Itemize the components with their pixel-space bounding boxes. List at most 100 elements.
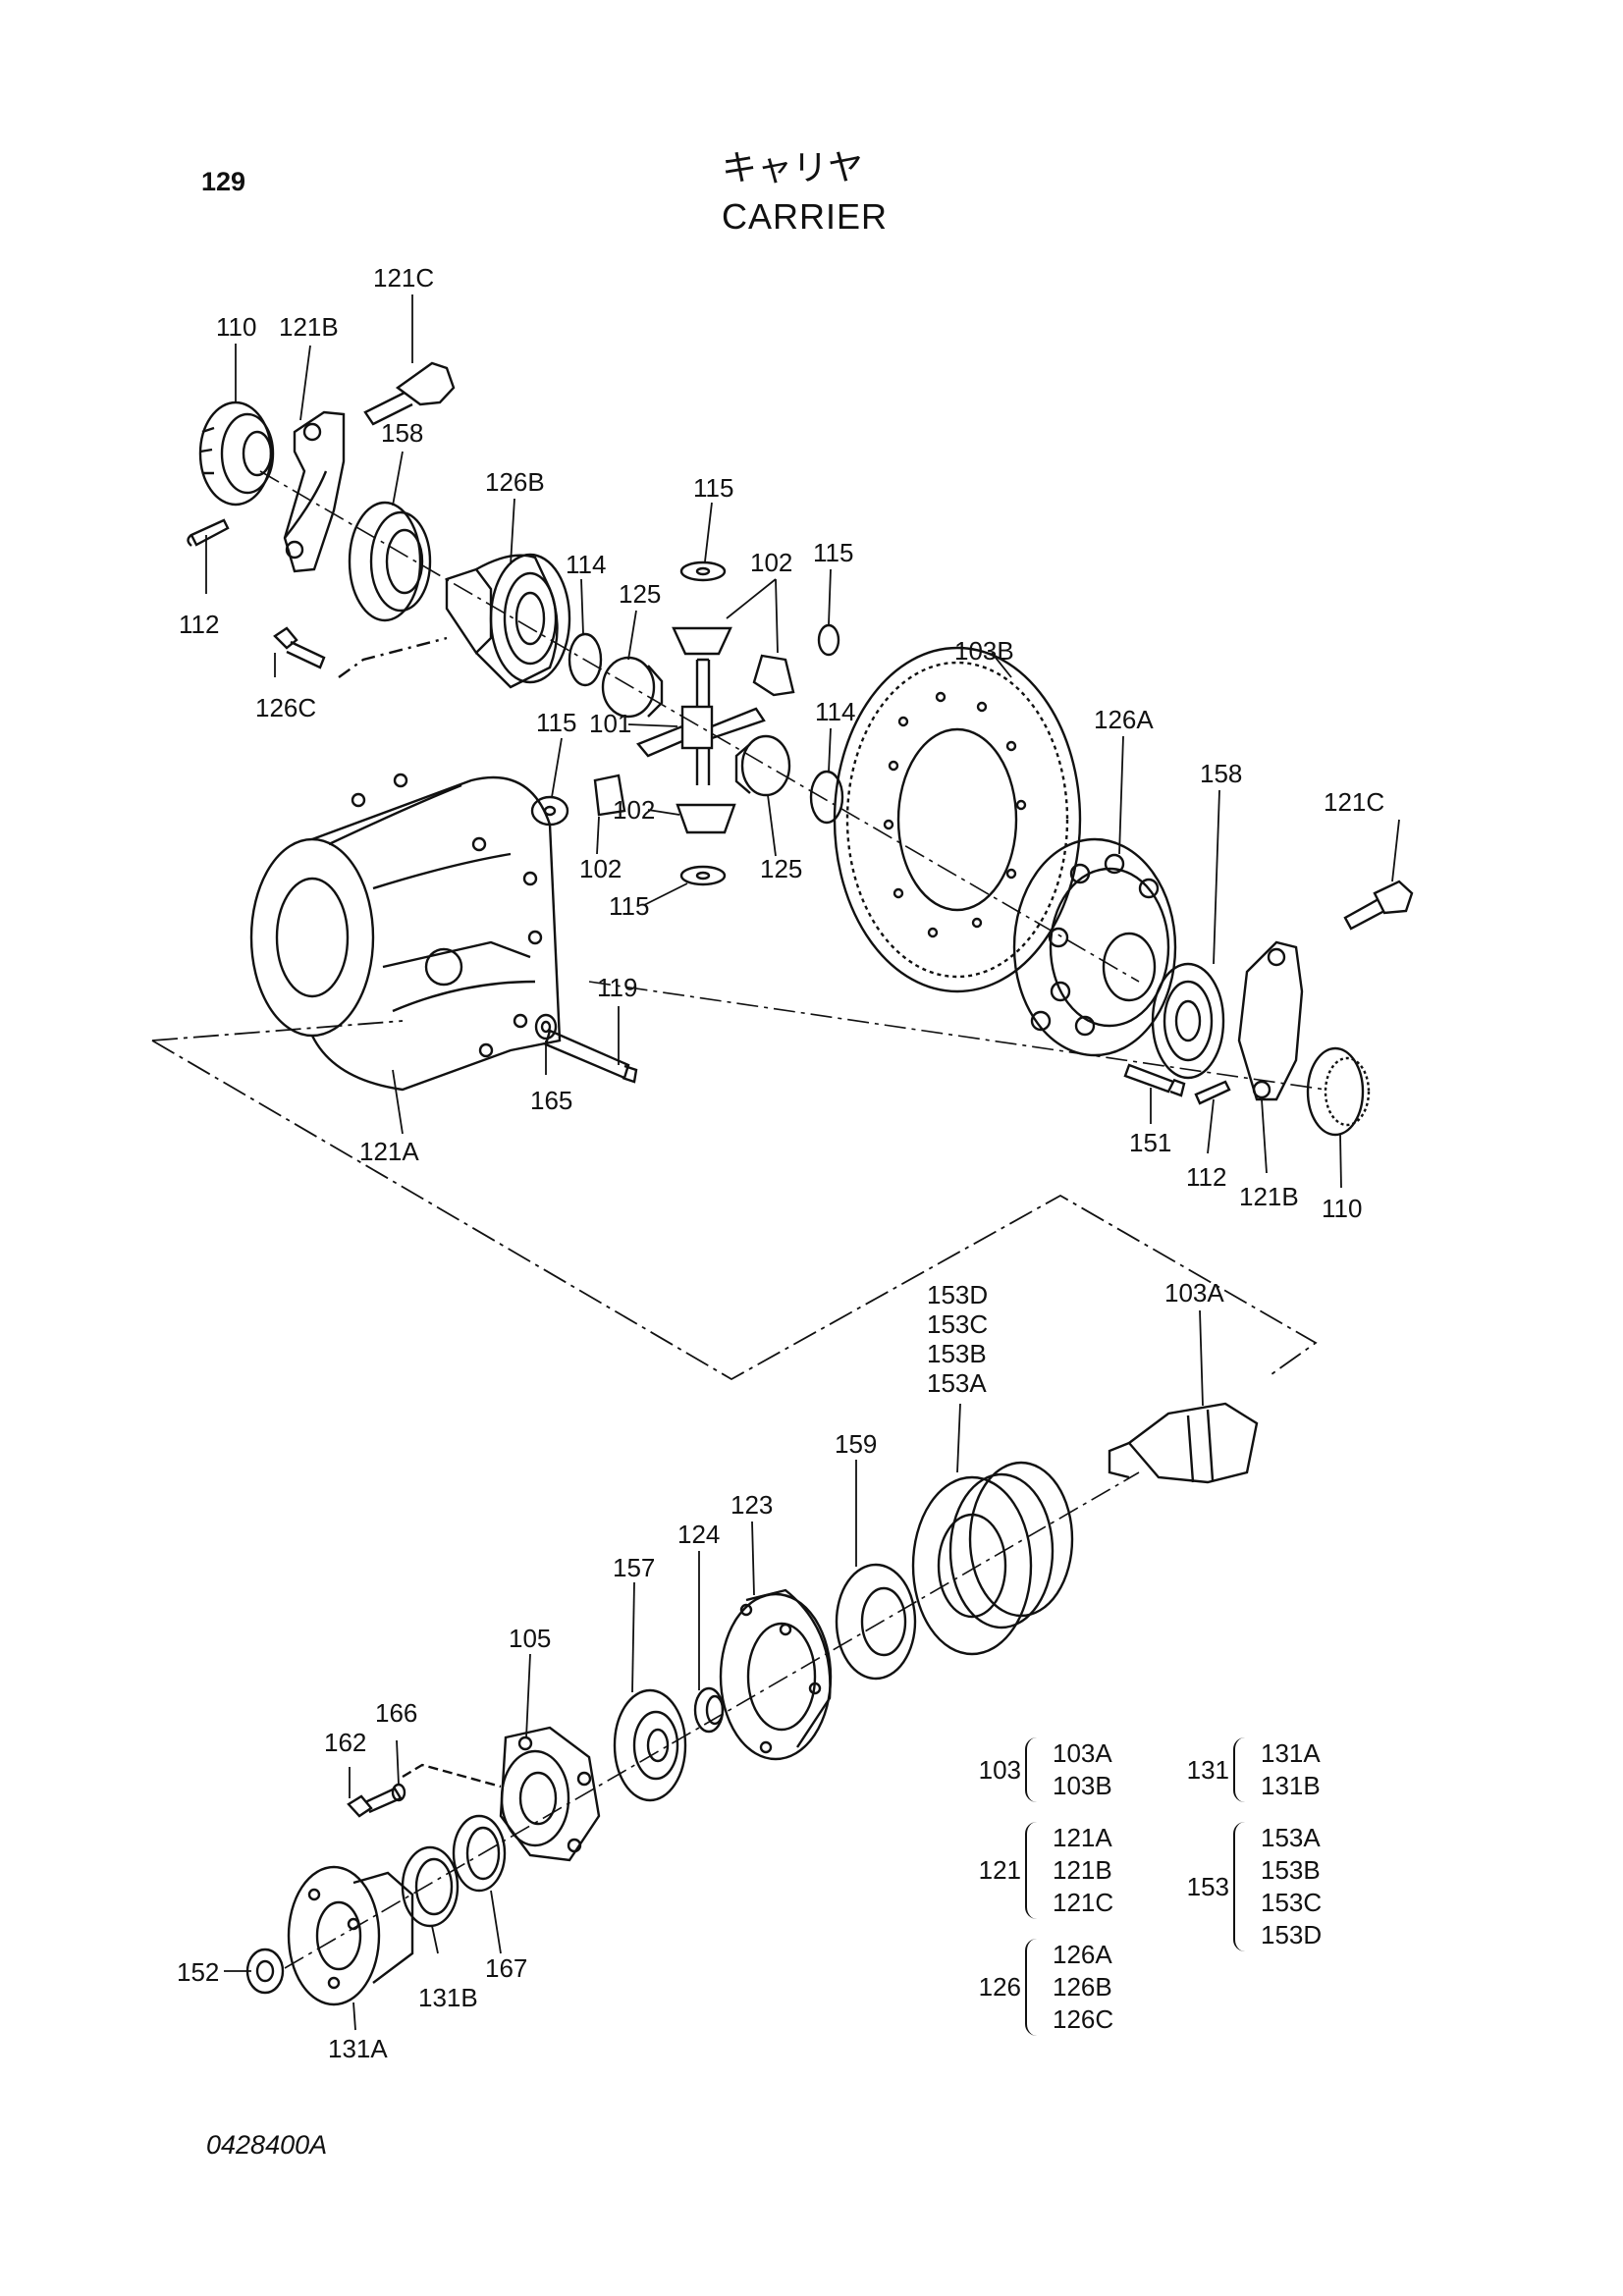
label-110: 110 (1322, 1194, 1362, 1223)
part-121A-carrier-housing (249, 773, 562, 1092)
label-110: 110 (216, 312, 256, 342)
legend-group-131: 131 131A 131B (1170, 1737, 1321, 1802)
part-131A-companion-flange (287, 1865, 414, 2006)
part-119-stud-bolt (544, 1029, 638, 1084)
part-103A-drive-pinion (1108, 1402, 1259, 1484)
label-158: 158 (381, 418, 423, 448)
label-126C: 126C (255, 693, 316, 722)
label-162: 162 (324, 1728, 366, 1757)
label-157: 157 (613, 1553, 655, 1582)
leader-lines (205, 294, 1400, 2031)
label-105: 105 (509, 1624, 551, 1653)
part-153-shim-set (911, 1461, 1074, 1656)
label-114: 114 (566, 550, 606, 579)
part-126A-diff-case-flange (1012, 837, 1177, 1057)
part-158-right-taper-bearing (1151, 962, 1225, 1080)
label-126A: 126A (1094, 705, 1154, 734)
label-151: 151 (1129, 1128, 1171, 1157)
label-102: 102 (579, 854, 622, 883)
legend-item: 153C (1261, 1888, 1323, 1917)
legend-item: 126C (1053, 2004, 1114, 2034)
part-126C-case-bolt (273, 626, 326, 669)
part-151-bolt (1123, 1063, 1186, 1097)
legend-group-121: 121 121A 121B 121C (962, 1822, 1113, 1919)
label-125: 125 (619, 579, 661, 609)
part-102-pinion-gears (593, 626, 795, 834)
label-131B: 131B (418, 1983, 478, 2012)
part-158-left-taper-bearing (348, 501, 432, 622)
part-121B-right-bearing-cap (1237, 940, 1304, 1101)
legend-item: 153D (1261, 1920, 1323, 1949)
label-153B: 153B (927, 1339, 987, 1368)
part-121B-left-bearing-cap (283, 410, 346, 573)
legend-brace (1025, 1939, 1047, 2036)
part-152-nut (245, 1948, 285, 1995)
label-115: 115 (609, 891, 649, 921)
label-101: 101 (589, 709, 631, 738)
legend-item: 153B (1261, 1855, 1321, 1885)
legend-item: 121B (1053, 1855, 1112, 1885)
legend-key-126: 126 (978, 1972, 1021, 2002)
label-121B: 121B (1239, 1182, 1299, 1211)
label-125: 125 (760, 854, 802, 883)
legend-key-103: 103 (978, 1754, 1021, 1785)
label-103B: 103B (954, 636, 1014, 666)
part-162-bolt (347, 1787, 403, 1818)
title-japanese: キャリヤ (722, 147, 864, 187)
legend-key-121: 121 (978, 1855, 1021, 1885)
legend-item: 131A (1261, 1738, 1321, 1768)
label-159: 159 (835, 1429, 877, 1459)
part-157-bearing (613, 1688, 687, 1802)
legend-item: 126B (1053, 1972, 1112, 2002)
label-126B: 126B (485, 467, 545, 497)
legend-brace (1025, 1737, 1047, 1802)
part-124-spacer (693, 1686, 725, 1734)
part-165-nut (534, 1013, 558, 1041)
label-166: 166 (375, 1698, 417, 1728)
legend-item: 153A (1261, 1823, 1321, 1852)
label-158: 158 (1200, 759, 1242, 788)
label-152: 152 (177, 1957, 219, 1987)
part-115-thrust-washers (530, 561, 840, 886)
label-119: 119 (597, 973, 637, 1002)
part-123-bearing-cage (719, 1588, 833, 1761)
label-121C: 121C (373, 263, 434, 293)
label-102: 102 (613, 795, 655, 825)
label-167: 167 (485, 1953, 527, 1983)
label-112: 112 (1186, 1162, 1226, 1192)
legend-item: 103B (1053, 1771, 1112, 1800)
label-112: 112 (179, 610, 219, 639)
legend-brace (1233, 1737, 1255, 1802)
part-131B-dust-deflector (401, 1845, 460, 1928)
part-112-right-lock-pin (1194, 1080, 1231, 1105)
part-121C-cap-bolt-right (1343, 880, 1414, 931)
label-115: 115 (693, 473, 733, 503)
legend-item: 103A (1053, 1738, 1112, 1768)
part-103B-ring-gear (833, 646, 1082, 993)
legend-item: 121A (1053, 1823, 1112, 1852)
part-105-oil-seal-retainer (499, 1726, 601, 1862)
part-101-spider-cross (636, 658, 766, 785)
label-131A: 131A (328, 2034, 388, 2063)
label-114: 114 (815, 697, 855, 726)
part-112-left-lock-pin (187, 518, 230, 547)
label-121A: 121A (359, 1137, 419, 1166)
part-121C-cap-bolt-upper-left (363, 361, 456, 426)
legend-group-103: 103 103A 103B (962, 1737, 1112, 1802)
part-159-bearing (835, 1563, 917, 1681)
legend-item: 131B (1261, 1771, 1321, 1800)
page-number: 129 (201, 167, 246, 196)
callout-labels: 110 121B 121C 158 112 126B 126C 115 102 … (177, 263, 1384, 2063)
legend-item: 121C (1053, 1888, 1114, 1917)
label-153C: 153C (927, 1309, 988, 1339)
legend-group-153: 153 153A 153B 153C 153D (1170, 1822, 1322, 1951)
legend-key-131: 131 (1186, 1754, 1229, 1785)
label-121C: 121C (1324, 787, 1384, 817)
legend-key-153: 153 (1186, 1871, 1229, 1901)
part-110-left-adjust-nut (198, 400, 275, 507)
legend-item: 126A (1053, 1940, 1112, 1969)
label-165: 165 (530, 1086, 572, 1115)
label-123: 123 (730, 1490, 773, 1520)
part-126B-diff-case-half (445, 553, 571, 689)
part-167-oil-seal (452, 1814, 507, 1893)
